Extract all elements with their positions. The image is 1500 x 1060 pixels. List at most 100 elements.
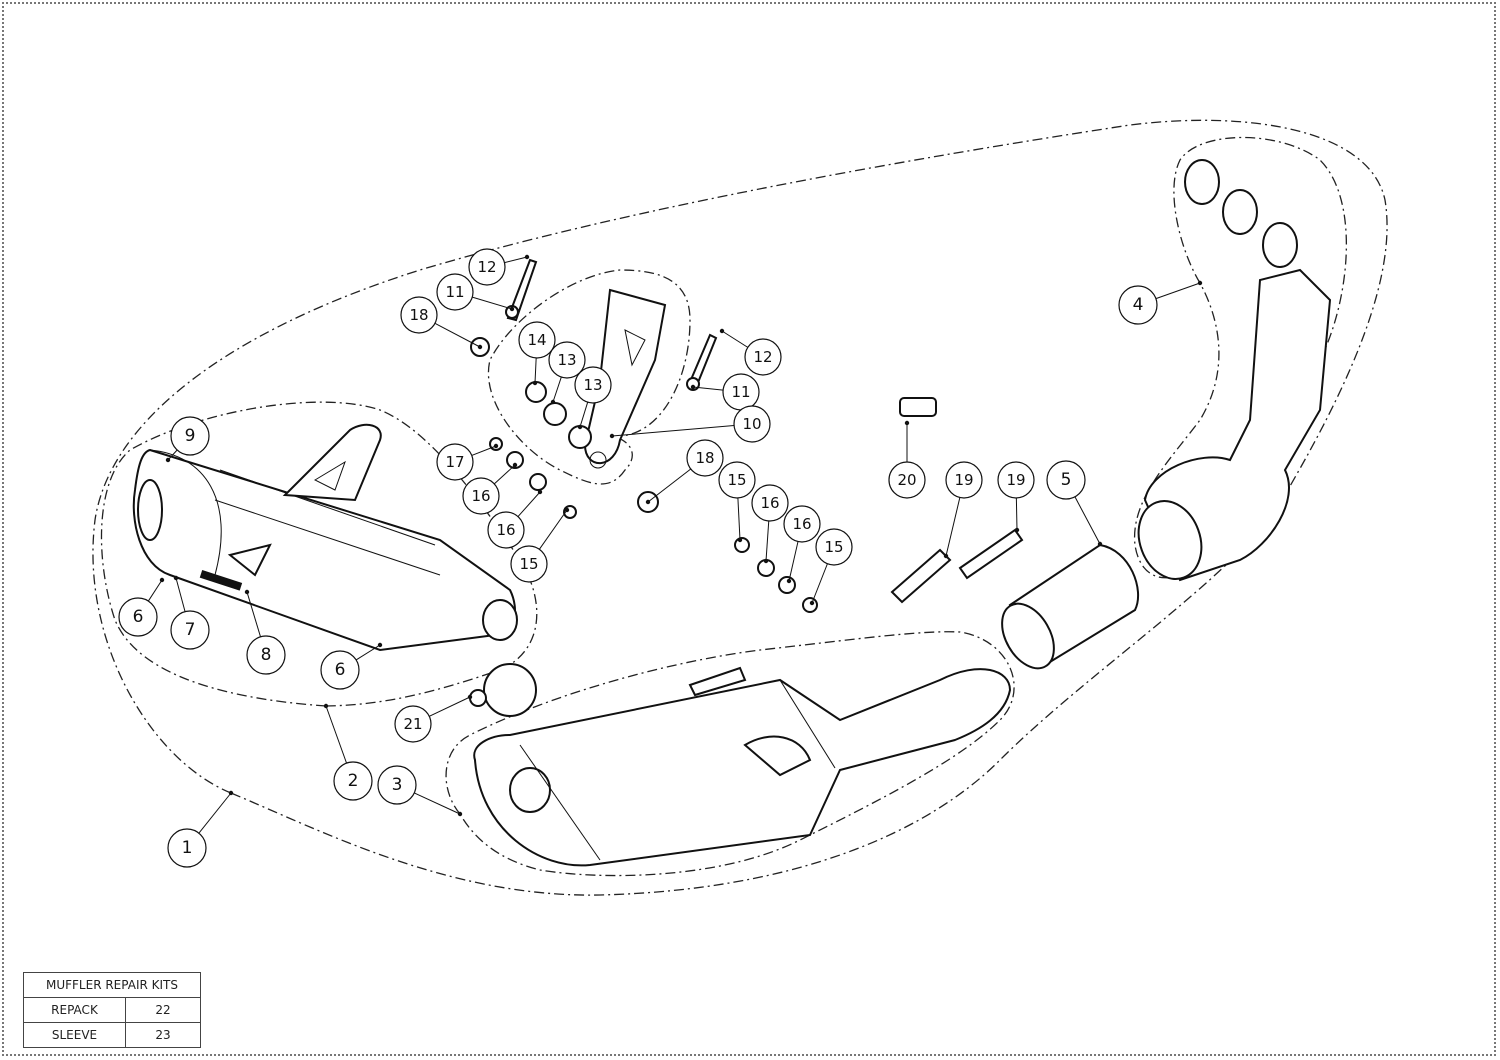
kit-number: 22 [125, 997, 201, 1023]
callout-19: 19 [997, 461, 1035, 533]
callout-number: 18 [695, 449, 714, 467]
callout-number: 13 [557, 351, 576, 369]
callout-number: 18 [409, 306, 428, 324]
leader-dot [477, 344, 483, 350]
leader-line [472, 296, 513, 310]
callout-bubble [170, 610, 210, 650]
outline-mid-pipe-3 [445, 631, 1015, 877]
leader-line [493, 464, 516, 485]
callout-7: 7 [170, 575, 210, 650]
callout-6: 6 [118, 577, 165, 637]
leader-line [504, 256, 528, 264]
leader-line [538, 509, 568, 550]
table-title: MUFFLER REPAIR KITS [23, 972, 201, 998]
callout-bubble [400, 296, 438, 334]
callout-bubble [733, 405, 771, 443]
kit-label: REPACK [23, 997, 126, 1023]
table-row: REPACK 22 [23, 997, 201, 1023]
leader-line [611, 425, 735, 437]
leader-line [471, 445, 497, 456]
callout-number: 6 [133, 607, 144, 627]
callout-number: 14 [527, 331, 546, 349]
leader-line [1074, 496, 1101, 545]
callout-bubble [945, 461, 983, 499]
leader-line [325, 705, 348, 764]
callout-number: 15 [519, 555, 538, 573]
callout-number: 16 [471, 487, 490, 505]
callout-bubble [574, 366, 612, 404]
callout-number: 4 [1133, 295, 1144, 315]
leader-dot [537, 489, 543, 495]
callout-bubble [888, 461, 926, 499]
leader-line [765, 520, 770, 562]
outline-complete-system-1 [92, 119, 1388, 896]
callout-bubble [320, 650, 360, 690]
leader-line [1155, 282, 1201, 300]
callout-number: 16 [760, 494, 779, 512]
callout-bubble [997, 461, 1035, 499]
callout-bubble [436, 443, 474, 481]
leader-dot [493, 443, 499, 449]
callout-bubble [744, 338, 782, 376]
leader-dot [577, 424, 583, 430]
callout-12: 12 [719, 328, 782, 376]
callout-number: 7 [185, 620, 196, 640]
leader-line [721, 330, 749, 348]
leader-line [579, 402, 589, 428]
leader-dot [609, 433, 615, 439]
leader-dot [943, 553, 949, 559]
callout-bubble [510, 545, 548, 583]
callout-bubble [170, 416, 210, 456]
callout-bubble [468, 248, 506, 286]
callout-bubble [167, 828, 207, 868]
callout-18: 18 [400, 296, 483, 350]
callout-number: 16 [792, 515, 811, 533]
callout-number: 21 [403, 715, 422, 733]
callout-bubble [751, 484, 789, 522]
outline-header-4 [1133, 136, 1348, 579]
leader-line [355, 644, 381, 661]
callout-number: 8 [261, 645, 272, 665]
callout-number: 5 [1061, 470, 1072, 490]
header-part [1137, 159, 1332, 582]
callout-6: 6 [320, 642, 383, 690]
callout-10: 10 [609, 405, 771, 443]
callout-14: 14 [518, 321, 556, 386]
leader-line [147, 579, 163, 602]
callout-16: 16 [751, 484, 789, 564]
callout-21: 21 [394, 694, 473, 743]
callout-2: 2 [323, 703, 373, 801]
callout-16: 16 [783, 505, 821, 584]
callout-16: 16 [487, 489, 543, 549]
callout-4: 4 [1118, 280, 1203, 325]
leader-dot [509, 306, 515, 312]
leader-dot [737, 537, 743, 543]
leader-dot [159, 577, 165, 583]
callout-number: 9 [185, 426, 196, 446]
leader-dot [532, 380, 538, 386]
leader-line [167, 449, 178, 461]
outline-bracket-10 [487, 269, 691, 485]
callout-17: 17 [436, 443, 499, 481]
callout-number: 11 [731, 383, 750, 401]
leader-dot [244, 589, 250, 595]
callout-number: 15 [727, 471, 746, 489]
leader-dot [904, 420, 910, 426]
leader-dot [564, 507, 570, 513]
callout-bubble [518, 321, 556, 359]
callout-number: 19 [1006, 471, 1025, 489]
leader-dot [323, 703, 329, 709]
callout-bubble [718, 461, 756, 499]
callout-number: 15 [824, 538, 843, 556]
leader-dot [809, 600, 815, 606]
leader-dot [1014, 527, 1020, 533]
callout-15: 15 [510, 507, 570, 583]
callout-3: 3 [377, 765, 463, 817]
leader-line [175, 577, 186, 612]
callout-bubble [436, 273, 474, 311]
kit-label: SLEEVE [23, 1022, 126, 1048]
leader-dot [719, 328, 725, 334]
